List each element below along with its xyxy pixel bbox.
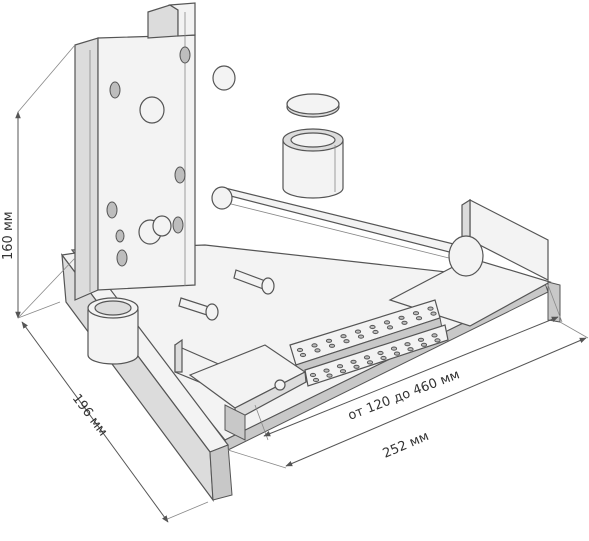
slide-slot bbox=[309, 372, 317, 378]
slide-slot bbox=[390, 346, 398, 351]
post-hole bbox=[172, 216, 184, 234]
slide-slot bbox=[420, 342, 428, 347]
slide-slot bbox=[377, 350, 384, 356]
slide-slot bbox=[357, 334, 365, 339]
vertical-post bbox=[74, 2, 196, 301]
slide-slot bbox=[404, 342, 411, 347]
slide-slot bbox=[363, 355, 371, 360]
height-dimension: 160 мм bbox=[1, 44, 76, 319]
post-hole bbox=[115, 229, 125, 243]
slide-slot bbox=[401, 320, 408, 325]
width-label: 252 мм bbox=[381, 429, 432, 462]
slide-slot bbox=[311, 343, 318, 348]
slide-slot bbox=[326, 373, 333, 378]
slide-slot bbox=[434, 338, 441, 343]
slide-slot bbox=[350, 359, 357, 364]
loose-pins bbox=[178, 269, 275, 321]
slide-slot bbox=[415, 316, 423, 321]
depth-label: 196 мм bbox=[69, 391, 110, 439]
slide-slot bbox=[336, 364, 344, 369]
slide-slot bbox=[328, 343, 336, 348]
slide-slot bbox=[380, 355, 387, 361]
slide-slot bbox=[431, 333, 438, 338]
slide-slot bbox=[427, 306, 434, 311]
post-hole bbox=[179, 46, 191, 64]
slide-slot bbox=[386, 325, 394, 330]
slide-slot bbox=[312, 377, 320, 383]
slide-slot bbox=[343, 339, 350, 344]
slide-slot bbox=[398, 315, 405, 320]
slide-slot bbox=[366, 360, 374, 365]
slide-slot bbox=[314, 348, 321, 353]
slide-slot bbox=[325, 338, 333, 343]
post-bolts bbox=[138, 65, 236, 245]
slide-slot bbox=[369, 324, 376, 330]
slide-slot bbox=[339, 369, 347, 374]
slide-slot bbox=[393, 351, 401, 356]
slide-slot bbox=[296, 347, 304, 353]
slide-slot bbox=[407, 347, 414, 352]
slide-slot bbox=[412, 311, 420, 316]
slide-slot bbox=[323, 368, 330, 373]
slide-slot bbox=[353, 364, 360, 369]
slide-slot bbox=[340, 334, 347, 339]
slide-slot bbox=[372, 329, 379, 335]
spacer-cap bbox=[286, 93, 340, 118]
slide-slot bbox=[430, 311, 437, 316]
slide-slot bbox=[383, 320, 391, 325]
slide-slot bbox=[354, 329, 362, 334]
post-hole bbox=[116, 249, 128, 267]
post-hole bbox=[174, 166, 186, 184]
height-label: 160 мм bbox=[1, 211, 16, 260]
post-base-bushing bbox=[87, 297, 139, 365]
post-hole bbox=[106, 201, 118, 219]
spacer-sleeve bbox=[282, 128, 344, 199]
post-hole bbox=[109, 81, 121, 99]
slide-slot bbox=[299, 352, 307, 358]
slide-slot bbox=[417, 337, 425, 342]
